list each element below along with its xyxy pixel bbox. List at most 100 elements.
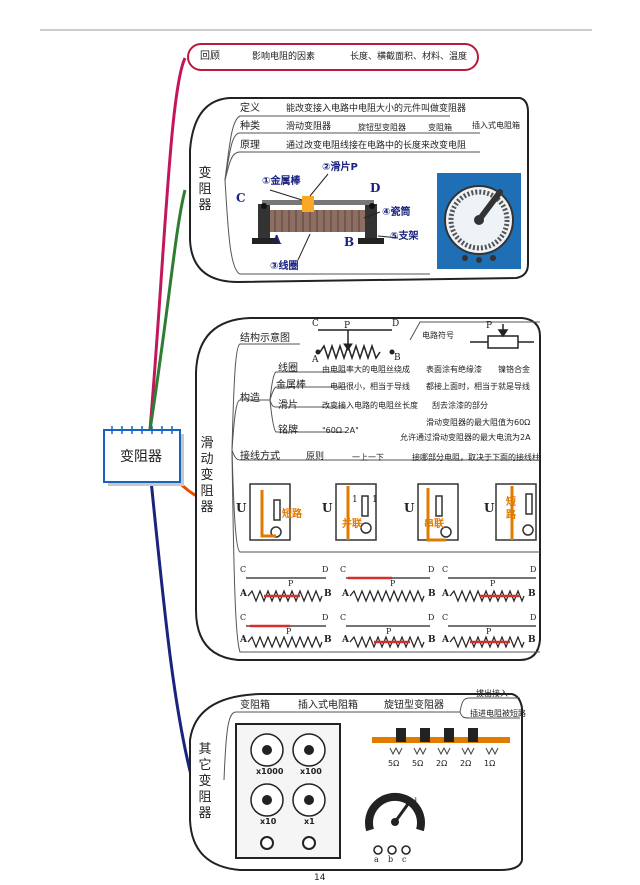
row-slider-name: 滑片	[278, 400, 298, 411]
slide-box	[195, 317, 541, 661]
struct-label: 结构示意图	[240, 333, 290, 344]
t4-c: C	[240, 613, 247, 622]
row-coil-desc: 由电阻率大的电阻丝绕成	[322, 365, 410, 374]
def-label: 定义	[240, 103, 260, 114]
circuit2-num-left: 1	[352, 495, 358, 505]
branch-rheostat	[148, 189, 187, 431]
row-rod-name: 金属棒	[276, 380, 306, 391]
t1-b: B	[324, 589, 332, 599]
t1-p: P	[288, 579, 294, 588]
wiring-principle-value: 一上一下	[352, 453, 384, 462]
t6-a: A	[442, 635, 449, 645]
kind-label: 种类	[240, 121, 260, 132]
rheo-letter-c: C	[236, 191, 246, 205]
circuit4-tag: 短路	[506, 497, 516, 521]
terminal-highlights	[250, 576, 520, 644]
other-title: 其它变阻器	[198, 742, 212, 821]
ohm-2: 5Ω	[412, 759, 424, 768]
struct-letter-d: D	[392, 319, 400, 329]
rheostat-symbol	[470, 324, 534, 349]
review-factor: 影响电阻的因素	[252, 52, 316, 62]
row-slider-desc: 改变接入电路的电阻丝长度	[322, 401, 418, 410]
struct-letter-b: B	[394, 353, 401, 363]
row-coil-note1: 表面涂有绝缘漆	[426, 365, 482, 374]
plug-note-in: 插进电阻被短路	[470, 709, 526, 718]
dial-x1: x1	[304, 817, 315, 826]
t4-d: D	[322, 613, 329, 622]
row-plate-note2: 允许通过滑动变阻器的最大电流为2A	[400, 433, 531, 442]
part-coil: ③线圈	[270, 261, 299, 272]
resistance-box-photo	[235, 723, 341, 859]
symbol-frame	[409, 321, 540, 341]
row-rod-desc: 电阻很小，相当于导线	[330, 382, 410, 391]
knob-letter-c: c	[402, 855, 407, 864]
slide-rheostat-illustration	[252, 173, 399, 261]
circuit1-tag: 短路	[282, 509, 302, 520]
dial-x1000: x1000	[256, 767, 284, 776]
t4-a: A	[240, 635, 247, 645]
t2-d: D	[428, 565, 435, 574]
center-box-rings	[111, 426, 173, 434]
circuit3-u: U	[404, 501, 415, 515]
row-plate-name: 铭牌	[278, 425, 298, 436]
t5-b: B	[428, 635, 436, 645]
plug-in-box-drawing	[372, 728, 510, 756]
part-porcelain: ④瓷筒	[382, 207, 411, 218]
part-metal-rod: ①金属棒	[262, 176, 301, 187]
knob-letter-a: a	[374, 855, 379, 864]
dial-x100: x100	[300, 767, 322, 776]
row-plate-note1: 滑动变阻器的最大阻值为60Ω	[426, 418, 531, 427]
part-stand: ⑤支架	[390, 231, 419, 242]
page-number: 14	[314, 873, 326, 883]
row-plate-desc: "60Ω 2A"	[322, 426, 359, 435]
t6-p: P	[486, 627, 492, 636]
wiring-label: 接线方式	[240, 451, 280, 462]
row-coil-note2: 镍铬合金	[498, 365, 530, 374]
row-rod-note1: 都接上面时，相当于就是导线	[426, 382, 530, 391]
slide-title: 滑动变阻器	[200, 436, 214, 515]
t3-d: D	[530, 565, 537, 574]
circuit2-u: U	[322, 501, 333, 515]
knob-letter-d: d	[412, 797, 418, 806]
wiring-principle-label: 原则	[306, 452, 325, 462]
symbol-p: P	[486, 321, 493, 331]
t5-a: A	[342, 635, 349, 645]
ohm-3: 2Ω	[436, 759, 448, 768]
ohm-4: 2Ω	[460, 759, 472, 768]
rheostat-lines	[224, 115, 480, 275]
circuit2-tag: 并联	[342, 519, 362, 530]
row-slider-note1: 刮去涂漆的部分	[432, 401, 488, 410]
slide-struct-diagram	[315, 329, 395, 361]
construct-label: 构造	[240, 393, 260, 404]
knob-rheostat-drawing	[365, 792, 425, 855]
review-capsule	[187, 43, 479, 71]
circuit1-u: U	[236, 501, 247, 515]
kind-plug: 插入式电阻箱	[472, 121, 520, 130]
ohm-5: 1Ω	[484, 759, 496, 768]
principle-label: 原理	[240, 140, 260, 151]
other-box-label: 变阻箱	[240, 700, 270, 711]
kind-slide: 滑动变阻器	[286, 122, 332, 132]
ohm-1: 5Ω	[388, 759, 400, 768]
circuit2-num-right: 1	[372, 495, 378, 505]
t3-c: C	[442, 565, 449, 574]
circuit3-tag: 串联	[424, 519, 444, 530]
t6-d: D	[530, 613, 537, 622]
struct-letter-c: C	[312, 319, 319, 329]
t3-a: A	[442, 589, 449, 599]
t4-p: P	[286, 627, 292, 636]
other-lines	[223, 697, 520, 781]
t1-a: A	[240, 589, 247, 599]
row-coil-name: 线圈	[278, 363, 298, 374]
kind-box: 变阻箱	[428, 123, 452, 132]
rheostat-title: 变阻器	[198, 166, 212, 213]
principle-text: 通过改变电阻线接在电路中的长度来改变电阻	[286, 141, 467, 151]
t3-p: P	[490, 579, 496, 588]
t4-b: B	[324, 635, 332, 645]
t6-b: B	[528, 635, 536, 645]
circuit4-u: U	[484, 501, 495, 515]
other-plug-label: 插入式电阻箱	[298, 700, 358, 711]
dial-x10: x10	[260, 817, 277, 826]
plug-note-out: 拔出接入	[476, 689, 508, 698]
